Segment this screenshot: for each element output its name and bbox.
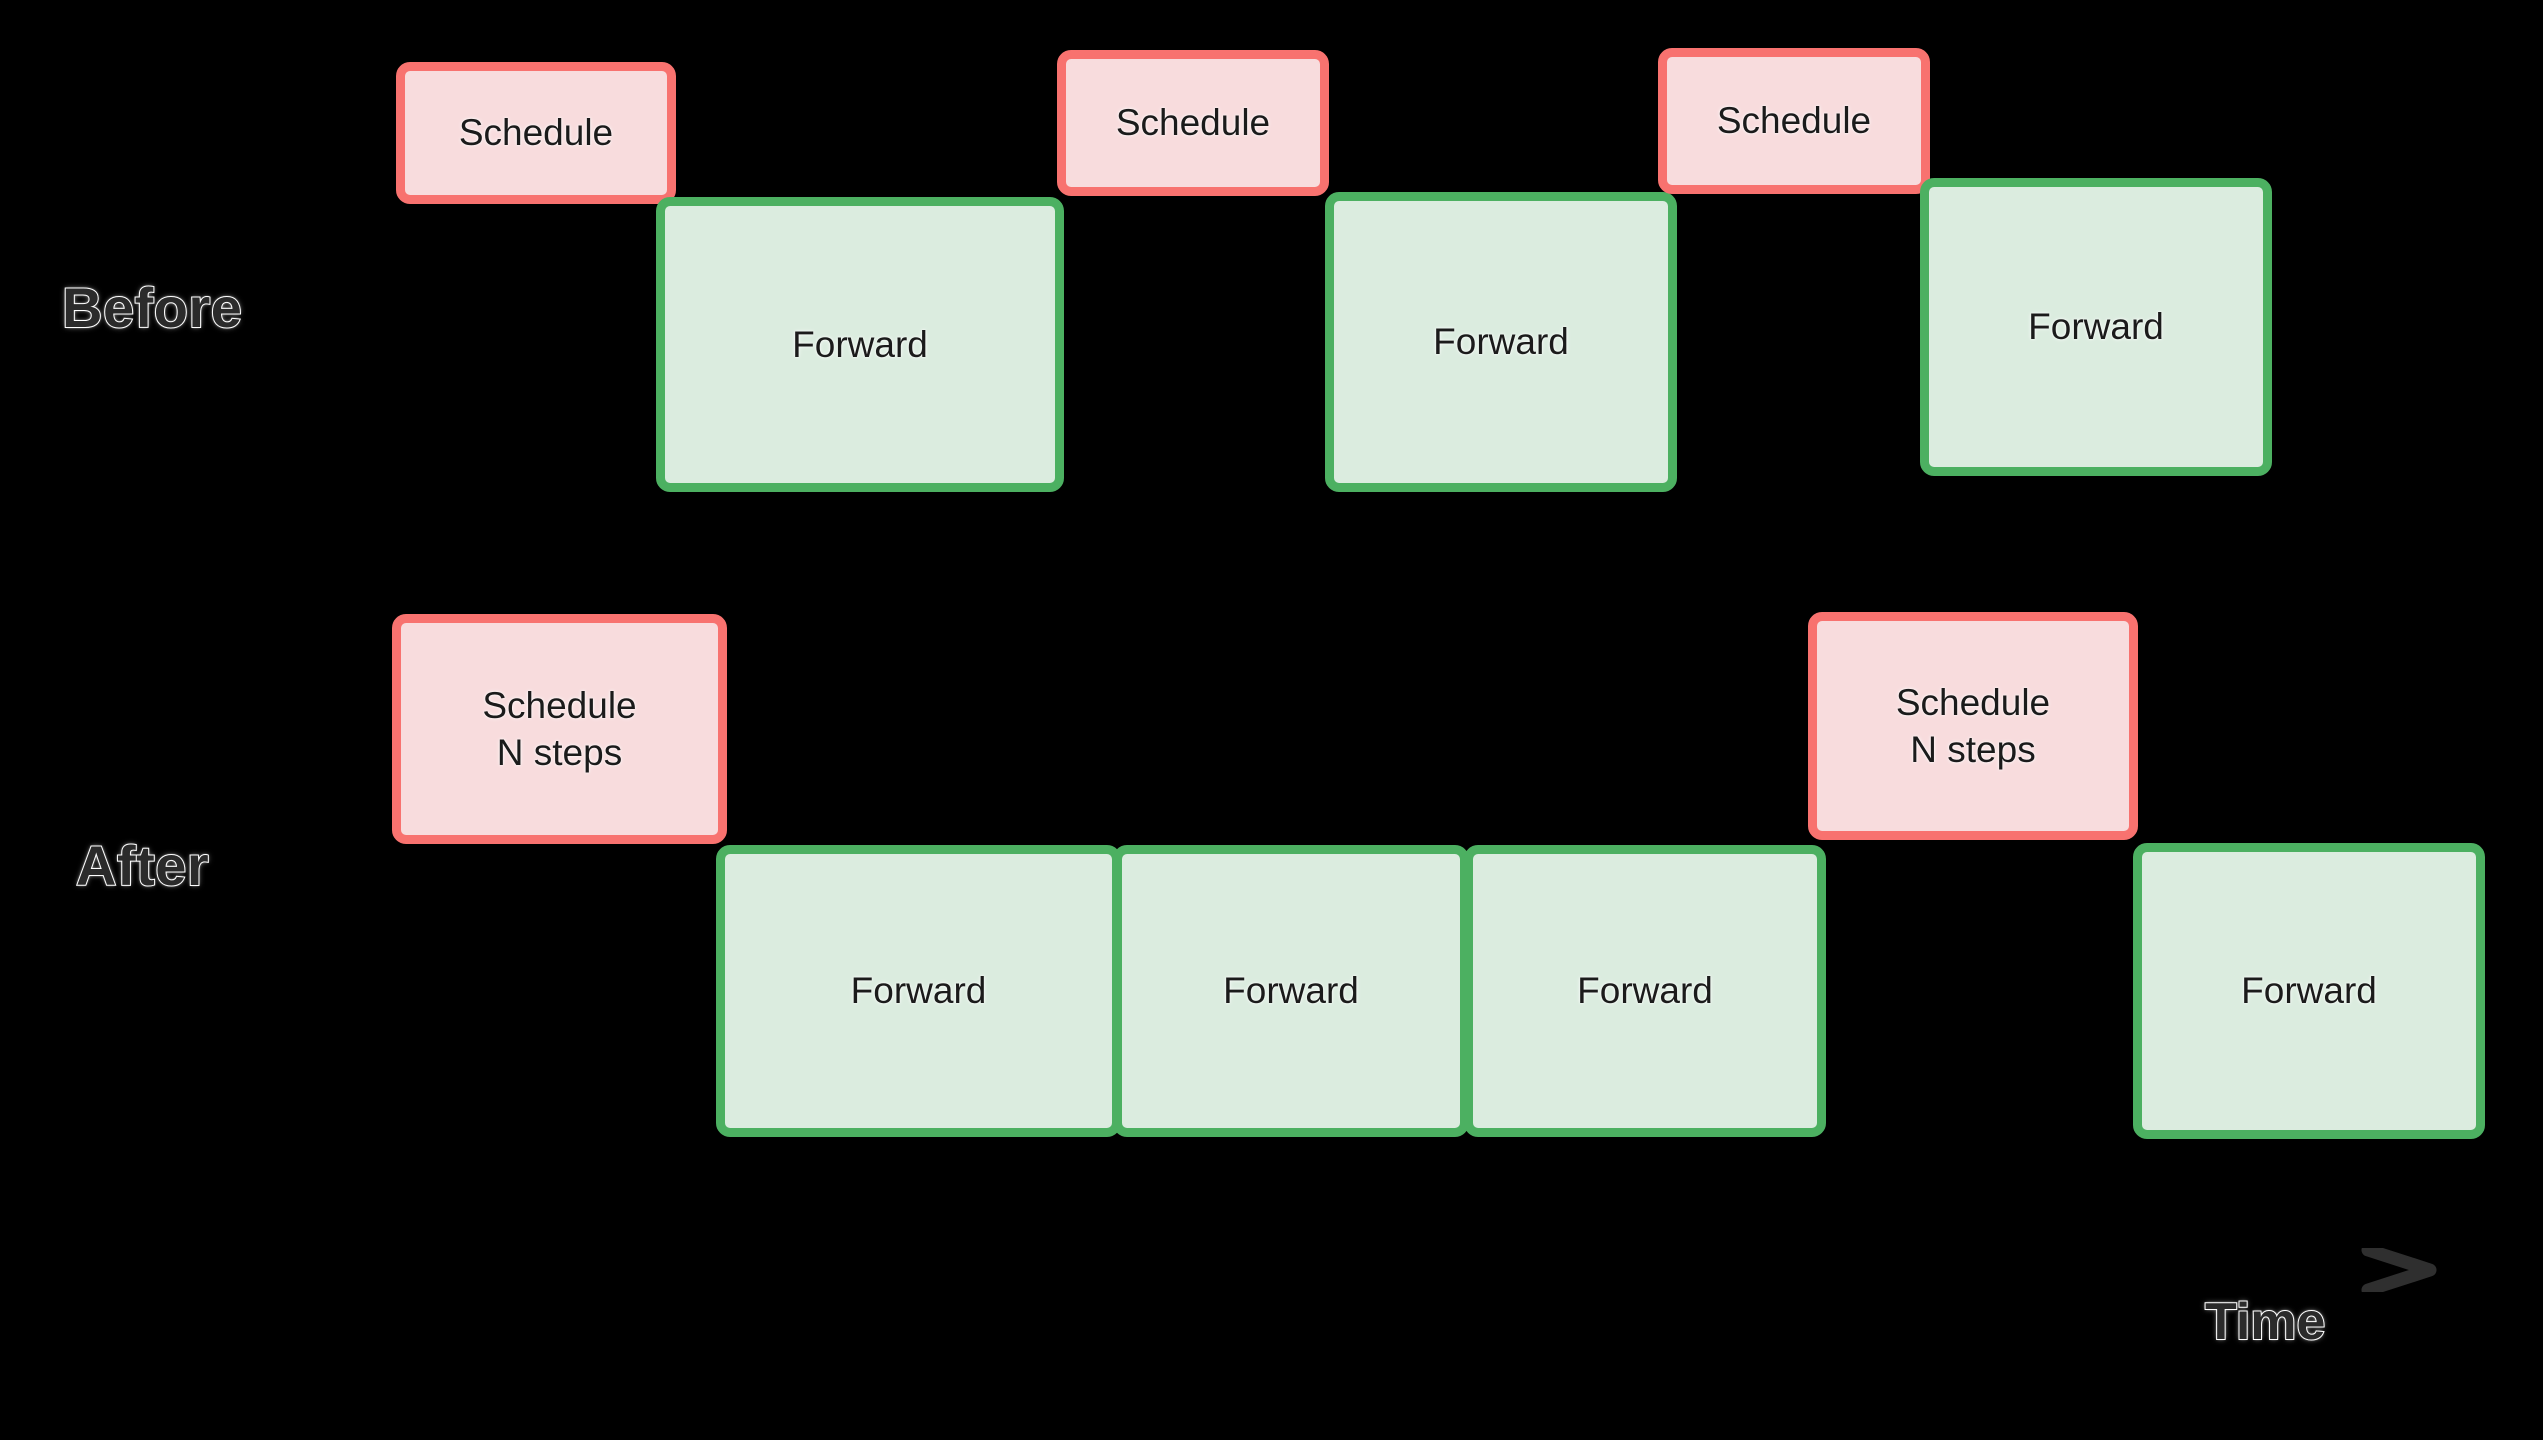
before-schedule-block[interactable]: Schedule [396, 62, 676, 204]
schedule-block-label: Schedule N steps [1895, 681, 2051, 770]
after-forward-block[interactable]: Forward [716, 845, 1121, 1137]
after-forward-block[interactable]: Forward [1464, 845, 1826, 1137]
after-schedule-block[interactable]: Schedule N steps [1808, 612, 2138, 840]
forward-block-label: Forward [1223, 970, 1359, 1012]
before-forward-block[interactable]: Forward [1325, 192, 1677, 492]
time-axis-label: Time [2204, 1293, 2326, 1351]
before-forward-block[interactable]: Forward [656, 197, 1064, 492]
time-axis [380, 1248, 2437, 1292]
schedule-block-label: Schedule [1115, 102, 1271, 144]
before-forward-block[interactable]: Forward [1920, 178, 2272, 476]
forward-block-label: Forward [1433, 321, 1569, 363]
before-schedule-block[interactable]: Schedule [1057, 50, 1329, 196]
forward-block-label: Forward [1577, 970, 1713, 1012]
after-schedule-block[interactable]: Schedule N steps [392, 614, 727, 844]
arrow-right-icon [2361, 1248, 2437, 1292]
schedule-block-label: Schedule [458, 112, 614, 154]
schedule-block-label: Schedule N steps [482, 684, 637, 773]
forward-block-label: Forward [792, 323, 928, 365]
forward-block-label: Forward [850, 970, 987, 1012]
row-label-before: Before [61, 276, 243, 339]
after-forward-block[interactable]: Forward [1113, 845, 1469, 1137]
forward-block-label: Forward [2028, 306, 2164, 348]
row-label-after: After [75, 834, 210, 897]
schedule-block-label: Schedule [1716, 100, 1872, 142]
after-forward-block[interactable]: Forward [2133, 843, 2485, 1139]
forward-block-label: Forward [2241, 970, 2377, 1012]
before-schedule-block[interactable]: Schedule [1658, 48, 1930, 194]
